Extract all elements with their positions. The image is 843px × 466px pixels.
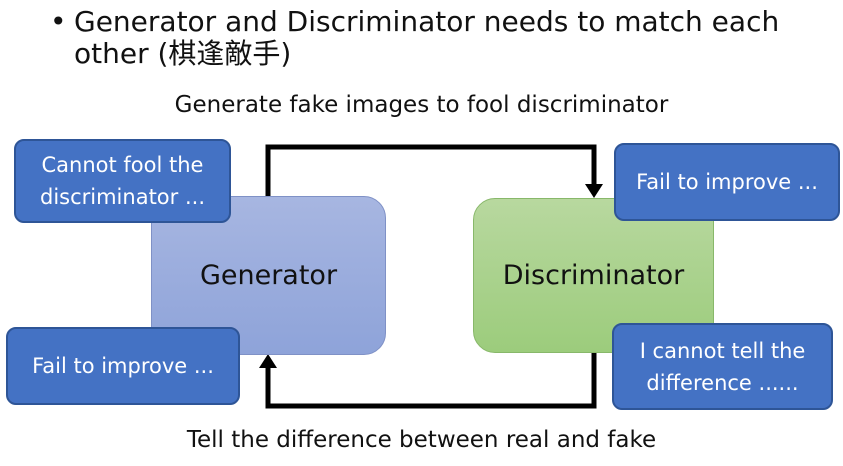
generator-label: Generator [199, 260, 338, 291]
caption-discriminate: Tell the difference between real and fak… [186, 427, 657, 453]
arrow-generator-to-discriminator [265, 144, 597, 196]
caption-generate: Generate fake images to fool discriminat… [174, 92, 669, 118]
arrowhead-down [585, 184, 603, 198]
speech-bubble-generator-top: Cannot fool the discriminator ... [14, 139, 231, 223]
speech-bubble-generator-bottom: Fail to improve ... [6, 327, 240, 405]
bullet-text: Generator and Discriminator needs to mat… [74, 5, 780, 70]
discriminator-label: Discriminator [502, 260, 685, 291]
speech-bubble-discriminator-top: Fail to improve ... [614, 143, 840, 221]
slide-bullet: • Generator and Discriminator needs to m… [50, 6, 830, 70]
arrowhead-up [259, 354, 277, 368]
speech-bubble-discriminator-bottom: I cannot tell the difference ...... [612, 323, 833, 410]
bullet-symbol: • [50, 5, 67, 38]
arrow-discriminator-to-generator [265, 351, 597, 409]
